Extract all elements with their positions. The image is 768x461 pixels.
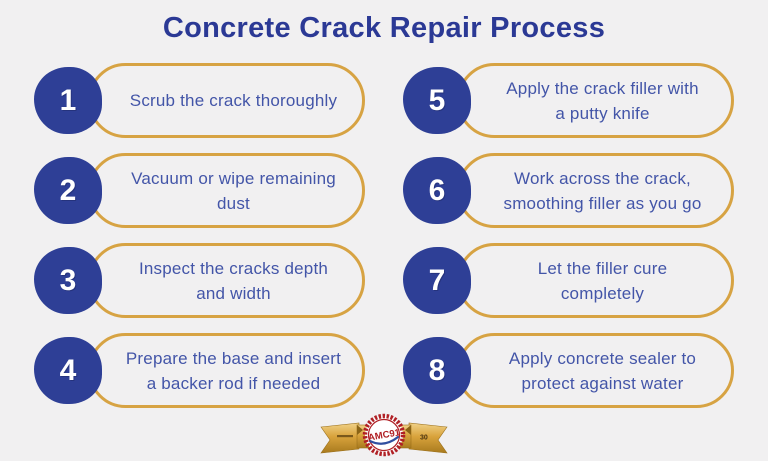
step-6-number-circle: 6 (403, 157, 471, 224)
step-7: 7 Let the filler cure completely (403, 243, 734, 318)
step-3-pill: Inspect the cracks depth and width (88, 243, 365, 318)
step-8-text: Apply concrete sealer to (508, 348, 697, 368)
step-3: 3 Inspect the cracks depth and width (34, 243, 365, 318)
step-3-text-line2: and width (196, 283, 271, 303)
step-7-number-circle: 7 (403, 247, 471, 314)
step-8-number-circle: 8 (403, 337, 471, 404)
step-8-pill: Apply concrete sealer to protect against… (457, 333, 734, 408)
ribbon-seal-icon: 30 AMC91 (320, 413, 448, 457)
step-2: 2 Vacuum or wipe remaining dust (34, 153, 365, 228)
step-5-pill: Apply the crack filler with a putty knif… (457, 63, 734, 138)
step-2-pill: Vacuum or wipe remaining dust (88, 153, 365, 228)
step-2-text-line2: dust (217, 193, 250, 213)
step-3-number-circle: 3 (34, 247, 102, 314)
step-5-text: Apply the crack filler with (506, 78, 699, 98)
step-7-text: Let the filler cure (537, 258, 668, 278)
step-5-text-line2: a putty knife (555, 103, 650, 123)
svg-text:30: 30 (420, 435, 428, 442)
step-3-text: Inspect the cracks depth (138, 258, 329, 278)
step-2-number-circle: 2 (34, 157, 102, 224)
page-title: Concrete Crack Repair Process (162, 12, 606, 44)
step-5: 5 Apply the crack filler with a putty kn… (403, 63, 734, 138)
step-7-pill: Let the filler cure completely (457, 243, 734, 318)
step-4: 4 Prepare the base and insert a backer r… (34, 333, 365, 408)
brand-badge: 30 AMC91 (319, 412, 449, 460)
step-4-number-circle: 4 (34, 337, 102, 404)
step-2-text: Vacuum or wipe remaining (131, 168, 336, 188)
step-8: 8 Apply concrete sealer to protect again… (403, 333, 734, 408)
step-1-text: Scrub the crack thoroughly (129, 91, 338, 110)
step-1-pill: Scrub the crack thoroughly (88, 63, 365, 138)
step-5-number-circle: 5 (403, 67, 471, 134)
step-1-number-circle: 1 (34, 67, 102, 134)
step-8-text-line2: protect against water (521, 373, 684, 393)
step-1: 1 Scrub the crack thoroughly (34, 63, 365, 138)
step-4-pill: Prepare the base and insert a backer rod… (88, 333, 365, 408)
step-4-text-line2: a backer rod if needed (146, 373, 321, 393)
step-6-text-line2: smoothing filler as you go (503, 193, 702, 213)
step-4-text: Prepare the base and insert (125, 348, 342, 368)
step-6-pill: Work across the crack, smoothing filler … (457, 153, 734, 228)
step-6-text: Work across the crack, (514, 168, 691, 188)
step-7-text-line2: completely (560, 283, 645, 303)
step-6: 6 Work across the crack, smoothing fille… (403, 153, 734, 228)
